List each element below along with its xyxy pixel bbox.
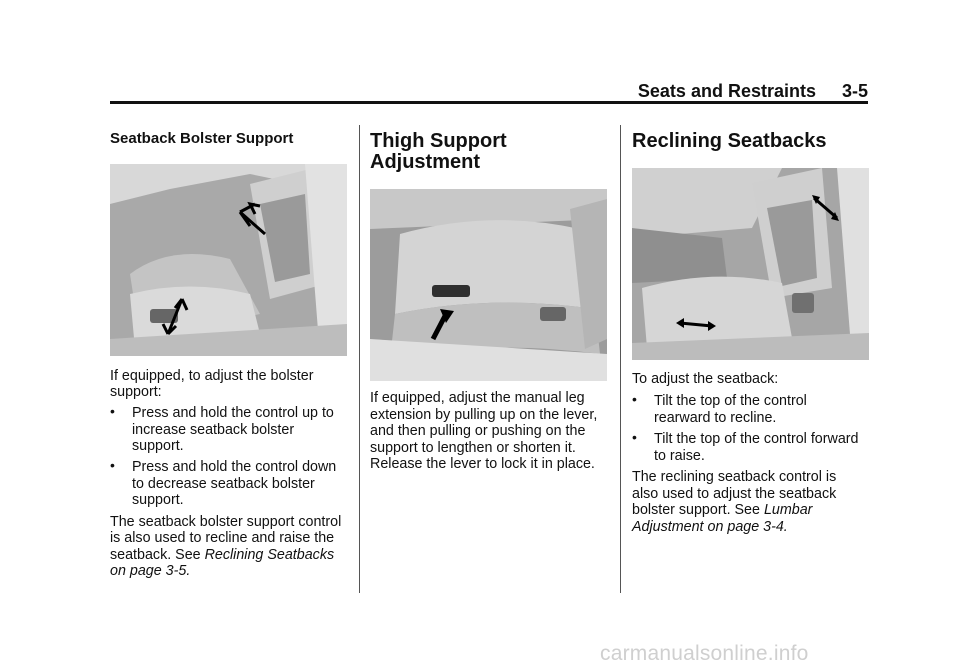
bullet-2-line-2: to raise. [654,447,705,464]
bullet-dot-icon: • [110,403,115,419]
bullet-2-line-1: Tilt the top of the control forward [654,431,859,447]
bullet-2-line-1: Press and hold the control down [132,459,337,475]
cross-reference-link[interactable]: Lumbar [763,502,813,518]
heading-line-2: Adjustment [370,151,480,173]
bullet-2-line-2: to decrease seatback bolster [132,475,315,492]
para-line-3: bolster support. See Lumbar [632,502,812,519]
heading-line-1: Thigh Support [370,130,507,152]
bullet-1-line-2: rearward to recline. [654,409,777,426]
para-line-2: also used to adjust the seatback [632,486,837,502]
intro-line: To adjust the seatback: [632,371,779,387]
para-line-2: extension by pulling up on the lever, [370,407,598,423]
para-line-5: Release the lever to lock it in place. [370,456,595,472]
watermark: carmanualsonline.info [600,642,809,665]
reclining-seatback-illustration [632,168,869,360]
para-line-1: If equipped, adjust the manual leg [370,390,585,406]
section-heading: Reclining Seatbacks [632,130,827,152]
section-title: Seats and Restraints [637,81,816,101]
para-line-3: and then pulling or pushing on the [370,423,586,439]
para-line-1: The seatback bolster support control [110,514,342,530]
bolster-support-illustration [110,164,347,356]
intro-line-1: If equipped, to adjust the bolster [110,368,314,384]
intro-line-2: support: [110,384,162,400]
para-tail: seatback. See [110,547,205,563]
section-heading: Seatback Bolster Support [110,130,294,147]
bullet-1-line-1: Tilt the top of the control [654,393,807,409]
bullet-1-line-1: Press and hold the control up to [132,405,334,421]
column-divider-2 [620,125,621,593]
bullet-dot-icon: • [632,429,637,445]
thigh-support-illustration [370,189,607,381]
page-header: Seats and Restraints 3-5 [110,80,868,102]
para-line-3: seatback. See Reclining Seatbacks [110,547,334,564]
para-tail: bolster support. See [632,502,764,518]
bullet-dot-icon: • [632,391,637,407]
cross-reference-link[interactable]: Reclining Seatbacks [204,547,335,563]
cross-reference-link-page[interactable]: Adjustment on page 3-4. [632,519,788,535]
bullet-1-line-3: support. [132,438,184,455]
bullet-1-line-2: increase seatback bolster [132,421,295,438]
para-line-1: The reclining seatback control is [632,469,837,485]
header-rule [110,101,868,104]
cross-reference-link-page[interactable]: on page 3-5. [110,563,191,579]
para-line-4: support to lengthen or shorten it. [370,440,576,456]
page-number: 3-5 [841,81,868,101]
bullet-2-line-3: support. [132,492,184,509]
bullet-dot-icon: • [110,457,115,473]
column-divider-1 [359,125,360,593]
para-line-2: is also used to recline and raise the [110,530,335,546]
